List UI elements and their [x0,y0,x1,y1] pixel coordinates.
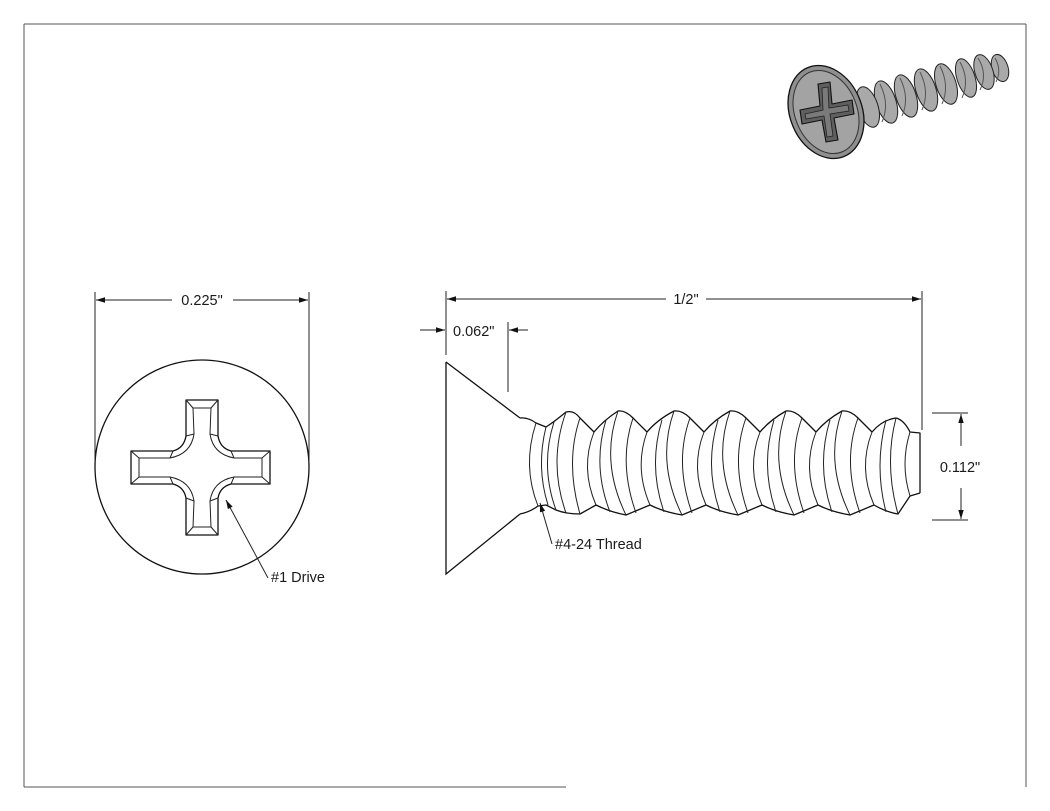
head-height-label: 0.062" [453,324,494,340]
shank-diameter-dimension: 0.112" [932,412,980,521]
head-diameter-label: 0.225" [181,293,222,309]
thread-callout: #4-24 Thread [539,502,642,553]
screw-side-view [445,361,921,576]
phillips-recess-outline [130,399,271,536]
drive-callout-label: #1 Drive [271,570,325,586]
head-front-view [94,359,310,575]
drive-callout: #1 Drive [225,499,325,586]
overall-length-dimension: 1/2" [445,291,923,430]
overall-length-label: 1/2" [673,292,698,308]
thread-callout-label: #4-24 Thread [555,537,642,553]
head-diameter-dimension: 0.225" [94,292,310,462]
screw-isometric-icon [787,53,1010,160]
phillips-recess-inner [138,407,263,528]
head-height-dimension: 0.062" [420,322,528,392]
sheet-border [23,23,1027,788]
shank-diameter-label: 0.112" [940,460,980,476]
